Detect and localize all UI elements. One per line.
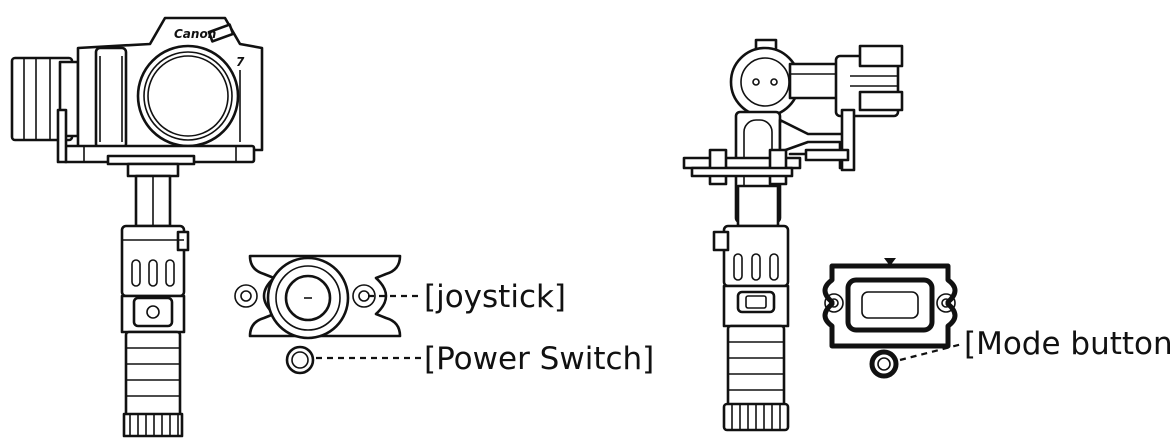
quick-release-plate: [62, 144, 256, 166]
svg-text:7: 7: [236, 55, 245, 69]
gimbal-handle: [120, 224, 190, 438]
screen-window: [845, 277, 935, 333]
joystick-control-panel: [234, 254, 402, 340]
mode-button-callout: [Mode button]: [964, 326, 1170, 362]
camera-body: Canon 7: [76, 16, 264, 152]
camera-brand-label: Canon: [174, 27, 216, 41]
gimbal-without-camera: [682, 38, 904, 432]
crossbar: [682, 148, 802, 186]
power-switch-button: [285, 345, 315, 375]
camera-lens-side: [10, 56, 80, 142]
mode-button: [869, 349, 899, 379]
gimbal-handle-right: [712, 224, 790, 432]
power-switch-callout: [Power Switch]: [424, 341, 654, 377]
joystick-callout: [joystick]: [424, 279, 566, 315]
gimbal-stem: [126, 162, 180, 228]
gimbal-with-camera: Canon 7: [10, 16, 264, 438]
mode-control-panel: [822, 258, 958, 349]
pan-motor: [729, 38, 904, 118]
